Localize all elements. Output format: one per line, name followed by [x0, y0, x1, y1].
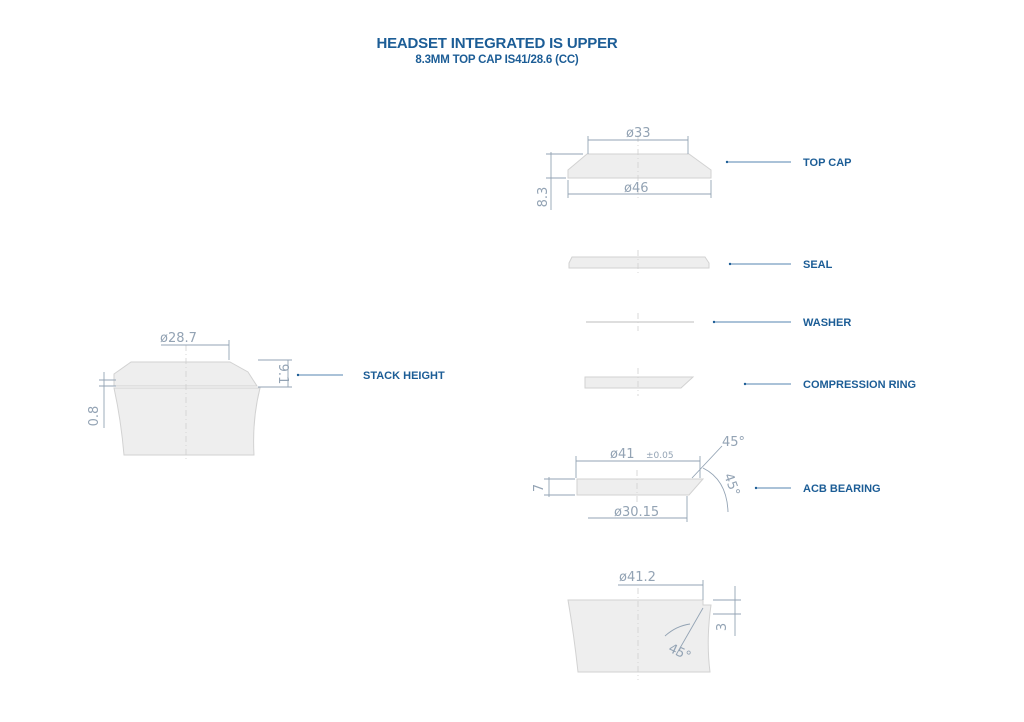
- washer-label: WASHER: [803, 317, 851, 329]
- seal-shape: [568, 256, 710, 269]
- stack-height-value: 9.1: [275, 364, 290, 385]
- compression-ring-shape: [584, 376, 695, 389]
- acb-bearing-shape: [576, 478, 705, 496]
- assembly-view: ø28.7 9.1 0.8 STACK HEIGHT: [87, 331, 445, 460]
- washer-part: WASHER: [586, 313, 851, 331]
- seal-part: SEAL: [568, 250, 833, 276]
- bearing-height-value: 7: [532, 484, 547, 492]
- cup-angle-arc: [664, 623, 691, 637]
- acb-bearing-part: ø41 ±0.05 ø30.15 7 45° 45° ACB BEARING: [532, 435, 881, 522]
- top-cap-label: TOP CAP: [803, 157, 852, 169]
- bearing-inner-dia-value: ø30.15: [614, 505, 659, 520]
- acb-bearing-label: ACB BEARING: [803, 483, 881, 495]
- diagram-title: HEADSET INTEGRATED IS UPPER: [376, 35, 618, 52]
- bearing-tolerance: ±0.05: [646, 451, 674, 461]
- seal-label: SEAL: [803, 259, 833, 271]
- diagram-subtitle: 8.3MM TOP CAP IS41/28.6 (CC): [415, 54, 579, 66]
- top-cap-bottom-dia-value: ø46: [624, 181, 649, 196]
- stack-height-label: STACK HEIGHT: [363, 370, 445, 382]
- compression-ring-part: COMPRESSION RING: [584, 368, 916, 396]
- cup-dia-value: ø41.2: [619, 570, 656, 585]
- top-cap-top-dia-value: ø33: [626, 126, 651, 141]
- cup-depth-value: 3: [715, 623, 730, 631]
- top-cap-height-value: 8.3: [536, 187, 551, 208]
- top-cap-shape: [567, 153, 712, 179]
- bearing-angle-leader: [691, 445, 723, 479]
- frame-cup-part: ø41.2 3 45°: [567, 570, 741, 680]
- assembly-top-cap: [113, 361, 258, 387]
- frame-cup-shape: [567, 599, 712, 673]
- bearing-angle-side-value: 45°: [720, 471, 742, 498]
- compression-ring-label: COMPRESSION RING: [803, 379, 916, 391]
- diagram-header: HEADSET INTEGRATED IS UPPER 8.3MM TOP CA…: [0, 35, 994, 67]
- bearing-angle-top-value: 45°: [722, 435, 745, 450]
- frame-offset-value: 0.8: [87, 406, 102, 427]
- bearing-outer-dia-value: ø41: [610, 447, 635, 462]
- assembly-dia-value: ø28.7: [160, 331, 197, 346]
- top-cap-part: ø33 ø46 8.3 TOP CAP: [536, 126, 852, 210]
- assembly-head-tube: [113, 387, 261, 456]
- bearing-angle-arc: [702, 467, 729, 513]
